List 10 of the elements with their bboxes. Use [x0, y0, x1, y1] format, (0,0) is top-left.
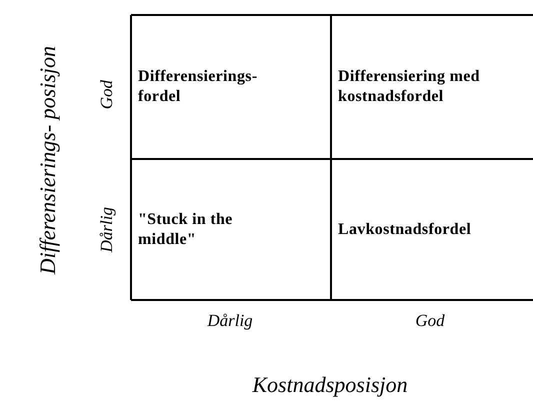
column-label: Dårlig — [207, 310, 253, 330]
quadrant-text: Differensierings- fordel — [138, 67, 258, 107]
axis-title: Kostnadsposisjon — [252, 372, 408, 398]
row-label: Dårlig — [96, 207, 116, 253]
row-label: God — [96, 80, 116, 110]
column-label: God — [415, 310, 445, 330]
quadrant-text: "Stuck in the middle" — [138, 210, 234, 250]
quadrant-text: Differensiering med kostnadsfordel — [338, 67, 481, 107]
axis-title: Differensierings- posisjon — [35, 46, 61, 274]
quadrant-text: Lavkostnadsfordel — [338, 220, 472, 240]
